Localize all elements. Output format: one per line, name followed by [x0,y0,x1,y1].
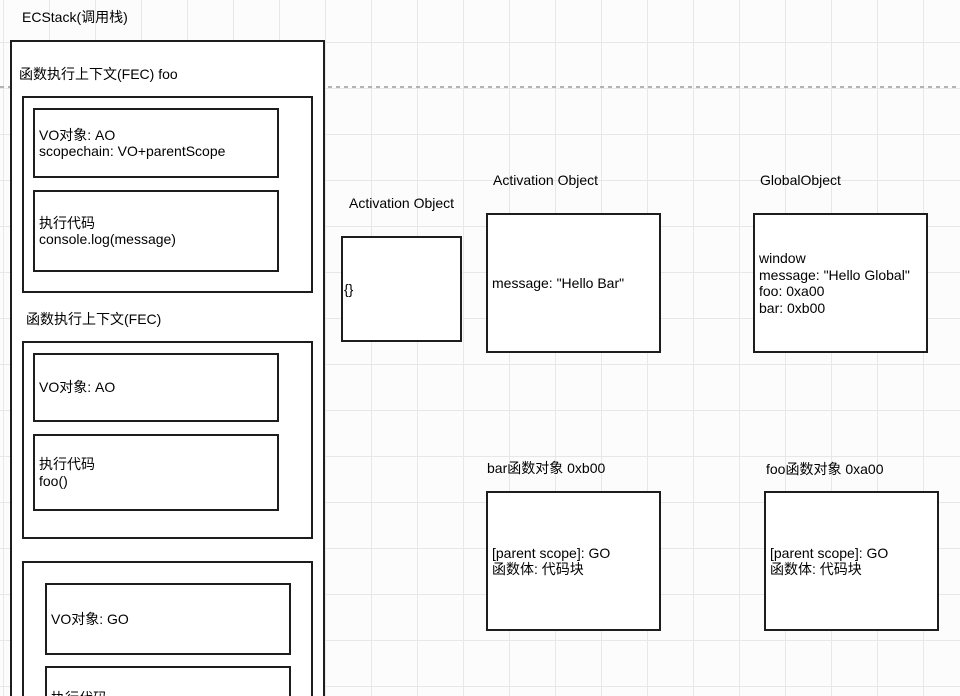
activation-object-foo-box: {} [341,236,462,342]
ecstack-title: ECStack(调用栈) [22,9,128,25]
function-body-text: 函数体: 代码块 [770,561,862,577]
console-log-text: console.log(message) [39,231,176,247]
parent-scope-text: [parent scope]: GO [492,544,611,561]
message-hello-bar-text: message: "Hello Bar" [492,274,625,291]
vo-ao-text: VO对象: AO [39,126,116,143]
dashed-separator-line [0,86,960,88]
scopechain-text: scopechain: VO+parentScope [39,143,226,159]
fec-foo-label: 函数执行上下文(FEC) foo [19,66,178,82]
gec-vo-box: VO对象: GO [45,583,291,655]
vo-go-text: VO对象: GO [51,610,129,627]
global-object-label: GlobalObject [760,172,841,188]
vo-ao-text: VO对象: AO [39,379,116,396]
foo-call-text: foo() [39,472,68,489]
fec-code-box: 执行代码 foo() [33,434,279,511]
activation-object-bar-label: Activation Object [493,172,599,188]
message-hello-global-text: message: "Hello Global" [759,266,910,283]
activation-object-foo-label: Activation Object [349,195,455,211]
exec-code-label: 执行代码 [39,214,95,231]
exec-code-label: 执行代码 [39,456,95,472]
exec-code-label: 执行代码 [51,690,289,696]
function-body-text: 函数体: 代码块 [492,561,584,577]
fec-foo-code-box: 执行代码 console.log(message) [33,190,279,272]
activation-object-bar-box: message: "Hello Bar" [486,213,661,353]
bar-function-object-label: bar函数对象 0xb00 [487,460,606,476]
foo-function-object-label: foo函数对象 0xa00 [766,461,884,477]
gec-code-box: 执行代码 [45,666,291,696]
global-object-box: window message: "Hello Global" foo: 0xa0… [753,213,928,353]
window-text: window [759,250,806,266]
parent-scope-text: [parent scope]: GO [770,544,889,561]
foo-pointer-text: foo: 0xa00 [759,283,825,299]
fec-vo-box: VO对象: AO [33,353,279,422]
fec-label: 函数执行上下文(FEC) [26,311,162,327]
foo-function-object-box: [parent scope]: GO 函数体: 代码块 [764,491,939,631]
empty-object-text: {} [344,280,354,297]
fec-foo-vo-box: VO对象: AO scopechain: VO+parentScope [33,108,279,178]
bar-pointer-text: bar: 0xb00 [759,299,826,316]
bar-function-object-box: [parent scope]: GO 函数体: 代码块 [486,491,661,631]
